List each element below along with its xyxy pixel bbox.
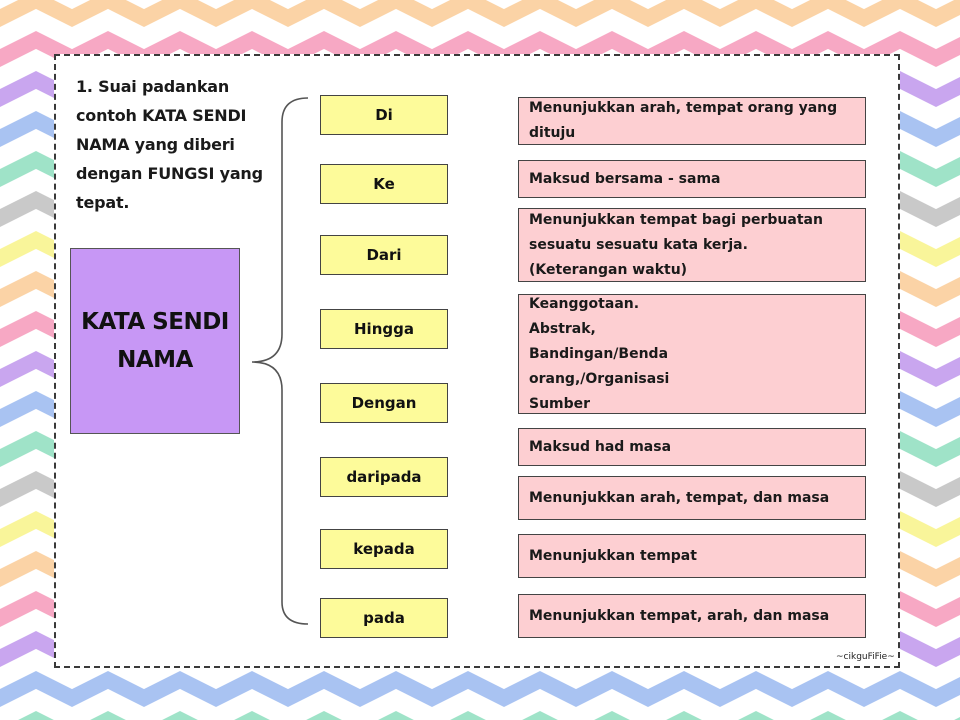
word-box[interactable]: Di	[320, 95, 448, 135]
main-topic-box: KATA SENDI NAMA	[70, 248, 240, 434]
function-text-line: orang,/Organisasi	[529, 370, 670, 387]
curly-brace	[251, 97, 309, 625]
function-box[interactable]: Menunjukkan arah, tempat, dan masa	[518, 476, 866, 520]
function-box[interactable]: Menunjukkan tempat, arah, dan masa	[518, 594, 866, 638]
function-text-line: Bandingan/Benda	[529, 345, 669, 362]
function-text-line: Maksud had masa	[529, 438, 672, 455]
main-topic-line2: NAMA	[117, 347, 193, 373]
function-text-line: Sumber	[529, 395, 591, 412]
instruction-text: 1. Suai padankan contoh KATA SENDI NAMA …	[76, 77, 263, 212]
function-box[interactable]: Menunjukkan tempat bagi perbuatan sesuatu…	[518, 208, 866, 282]
word-box[interactable]: Dengan	[320, 383, 448, 423]
function-box[interactable]: Menunjukkan tempat	[518, 534, 866, 578]
function-text-line: Menunjukkan tempat	[529, 547, 697, 564]
function-text-line: Abstrak,	[529, 320, 596, 337]
function-text-line: Menunjukkan tempat, arah, dan masa	[529, 607, 830, 624]
function-text-line: dituju	[529, 125, 576, 141]
word-box[interactable]: Hingga	[320, 309, 448, 349]
function-text-line: (Keterangan waktu)	[529, 261, 688, 278]
credit-text: ~cikguFiFie~	[836, 652, 895, 662]
function-box[interactable]: Keanggotaan. Abstrak, Bandingan/Benda orang…	[518, 294, 866, 414]
word-box[interactable]: pada	[320, 598, 448, 638]
word-box[interactable]: kepada	[320, 529, 448, 569]
function-box[interactable]: Maksud bersama - sama	[518, 160, 866, 198]
function-text-line: Menunjukkan arah, tempat orang yang	[529, 100, 838, 116]
function-text-line: sesuatu sesuatu kata kerja.	[529, 236, 748, 253]
function-box[interactable]: Menunjukkan arah, tempat orang yang dituj…	[518, 97, 866, 145]
function-text-line: Menunjukkan tempat bagi perbuatan	[529, 211, 823, 228]
chevron-stripe	[0, 0, 960, 27]
function-text-line: Keanggotaan.	[529, 295, 640, 312]
function-box[interactable]: Maksud had masa	[518, 428, 866, 466]
function-text-line: Menunjukkan arah, tempat, dan masa	[529, 489, 830, 506]
word-box[interactable]: Dari	[320, 235, 448, 275]
chevron-stripe	[0, 671, 960, 707]
word-box[interactable]: Ke	[320, 164, 448, 204]
function-text-line: Maksud bersama - sama	[529, 170, 721, 187]
main-topic-line1: KATA SENDI	[81, 309, 229, 335]
word-box[interactable]: daripada	[320, 457, 448, 497]
